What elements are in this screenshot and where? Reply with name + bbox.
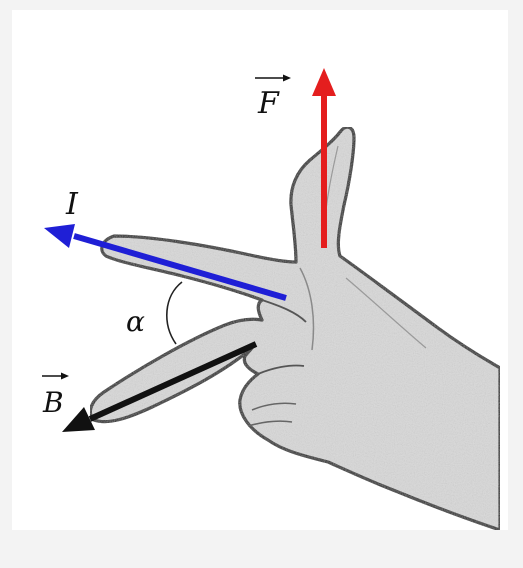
force-arrow-head xyxy=(312,68,336,96)
field-label: B xyxy=(42,386,64,419)
force-label: F xyxy=(257,86,280,121)
field-overline-tip xyxy=(61,373,69,380)
force-overline-tip xyxy=(283,75,291,82)
field-label-group: B xyxy=(42,373,69,420)
hand-shape xyxy=(90,127,500,530)
angle-arc xyxy=(167,282,182,344)
force-label-group: F xyxy=(255,75,291,122)
current-label: I xyxy=(65,187,79,222)
current-arrow-head xyxy=(44,224,75,248)
hand-illustration xyxy=(90,127,500,530)
angle-label: α xyxy=(126,305,145,338)
